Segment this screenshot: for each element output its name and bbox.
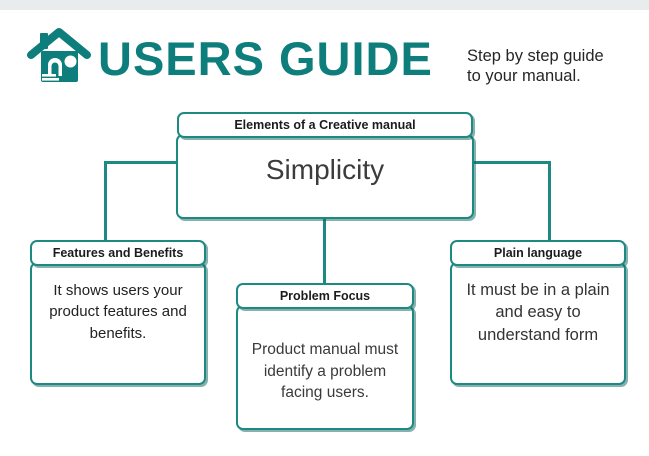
house-icon [27, 28, 91, 82]
node-features-body: It shows users your product features and… [30, 262, 206, 385]
node-features-header: Features and Benefits [30, 240, 206, 266]
root-node-header: Elements of a Creative manual [177, 112, 473, 138]
subtitle-line-2: to your manual. [467, 67, 581, 86]
node-problem-focus-body: Product manual must identify a problem f… [236, 305, 414, 430]
node-problem-focus-header: Problem Focus [236, 283, 414, 309]
connector-left-horizontal [104, 161, 178, 164]
connector-center-vertical [323, 217, 326, 285]
node-plain-language-body: It must be in a plain and easy to unders… [450, 262, 626, 385]
connector-left-vertical [104, 161, 107, 242]
connector-right-vertical [548, 161, 551, 242]
top-divider-bar [0, 0, 649, 10]
root-node-body: Simplicity [176, 134, 474, 219]
page-subtitle: Step by step guide to your manual. [467, 46, 642, 86]
subtitle-line-1: Step by step guide [467, 47, 604, 65]
connector-right-horizontal [471, 161, 551, 164]
node-plain-language-header: Plain language [450, 240, 626, 266]
page-title: USERS GUIDE [98, 32, 433, 85]
